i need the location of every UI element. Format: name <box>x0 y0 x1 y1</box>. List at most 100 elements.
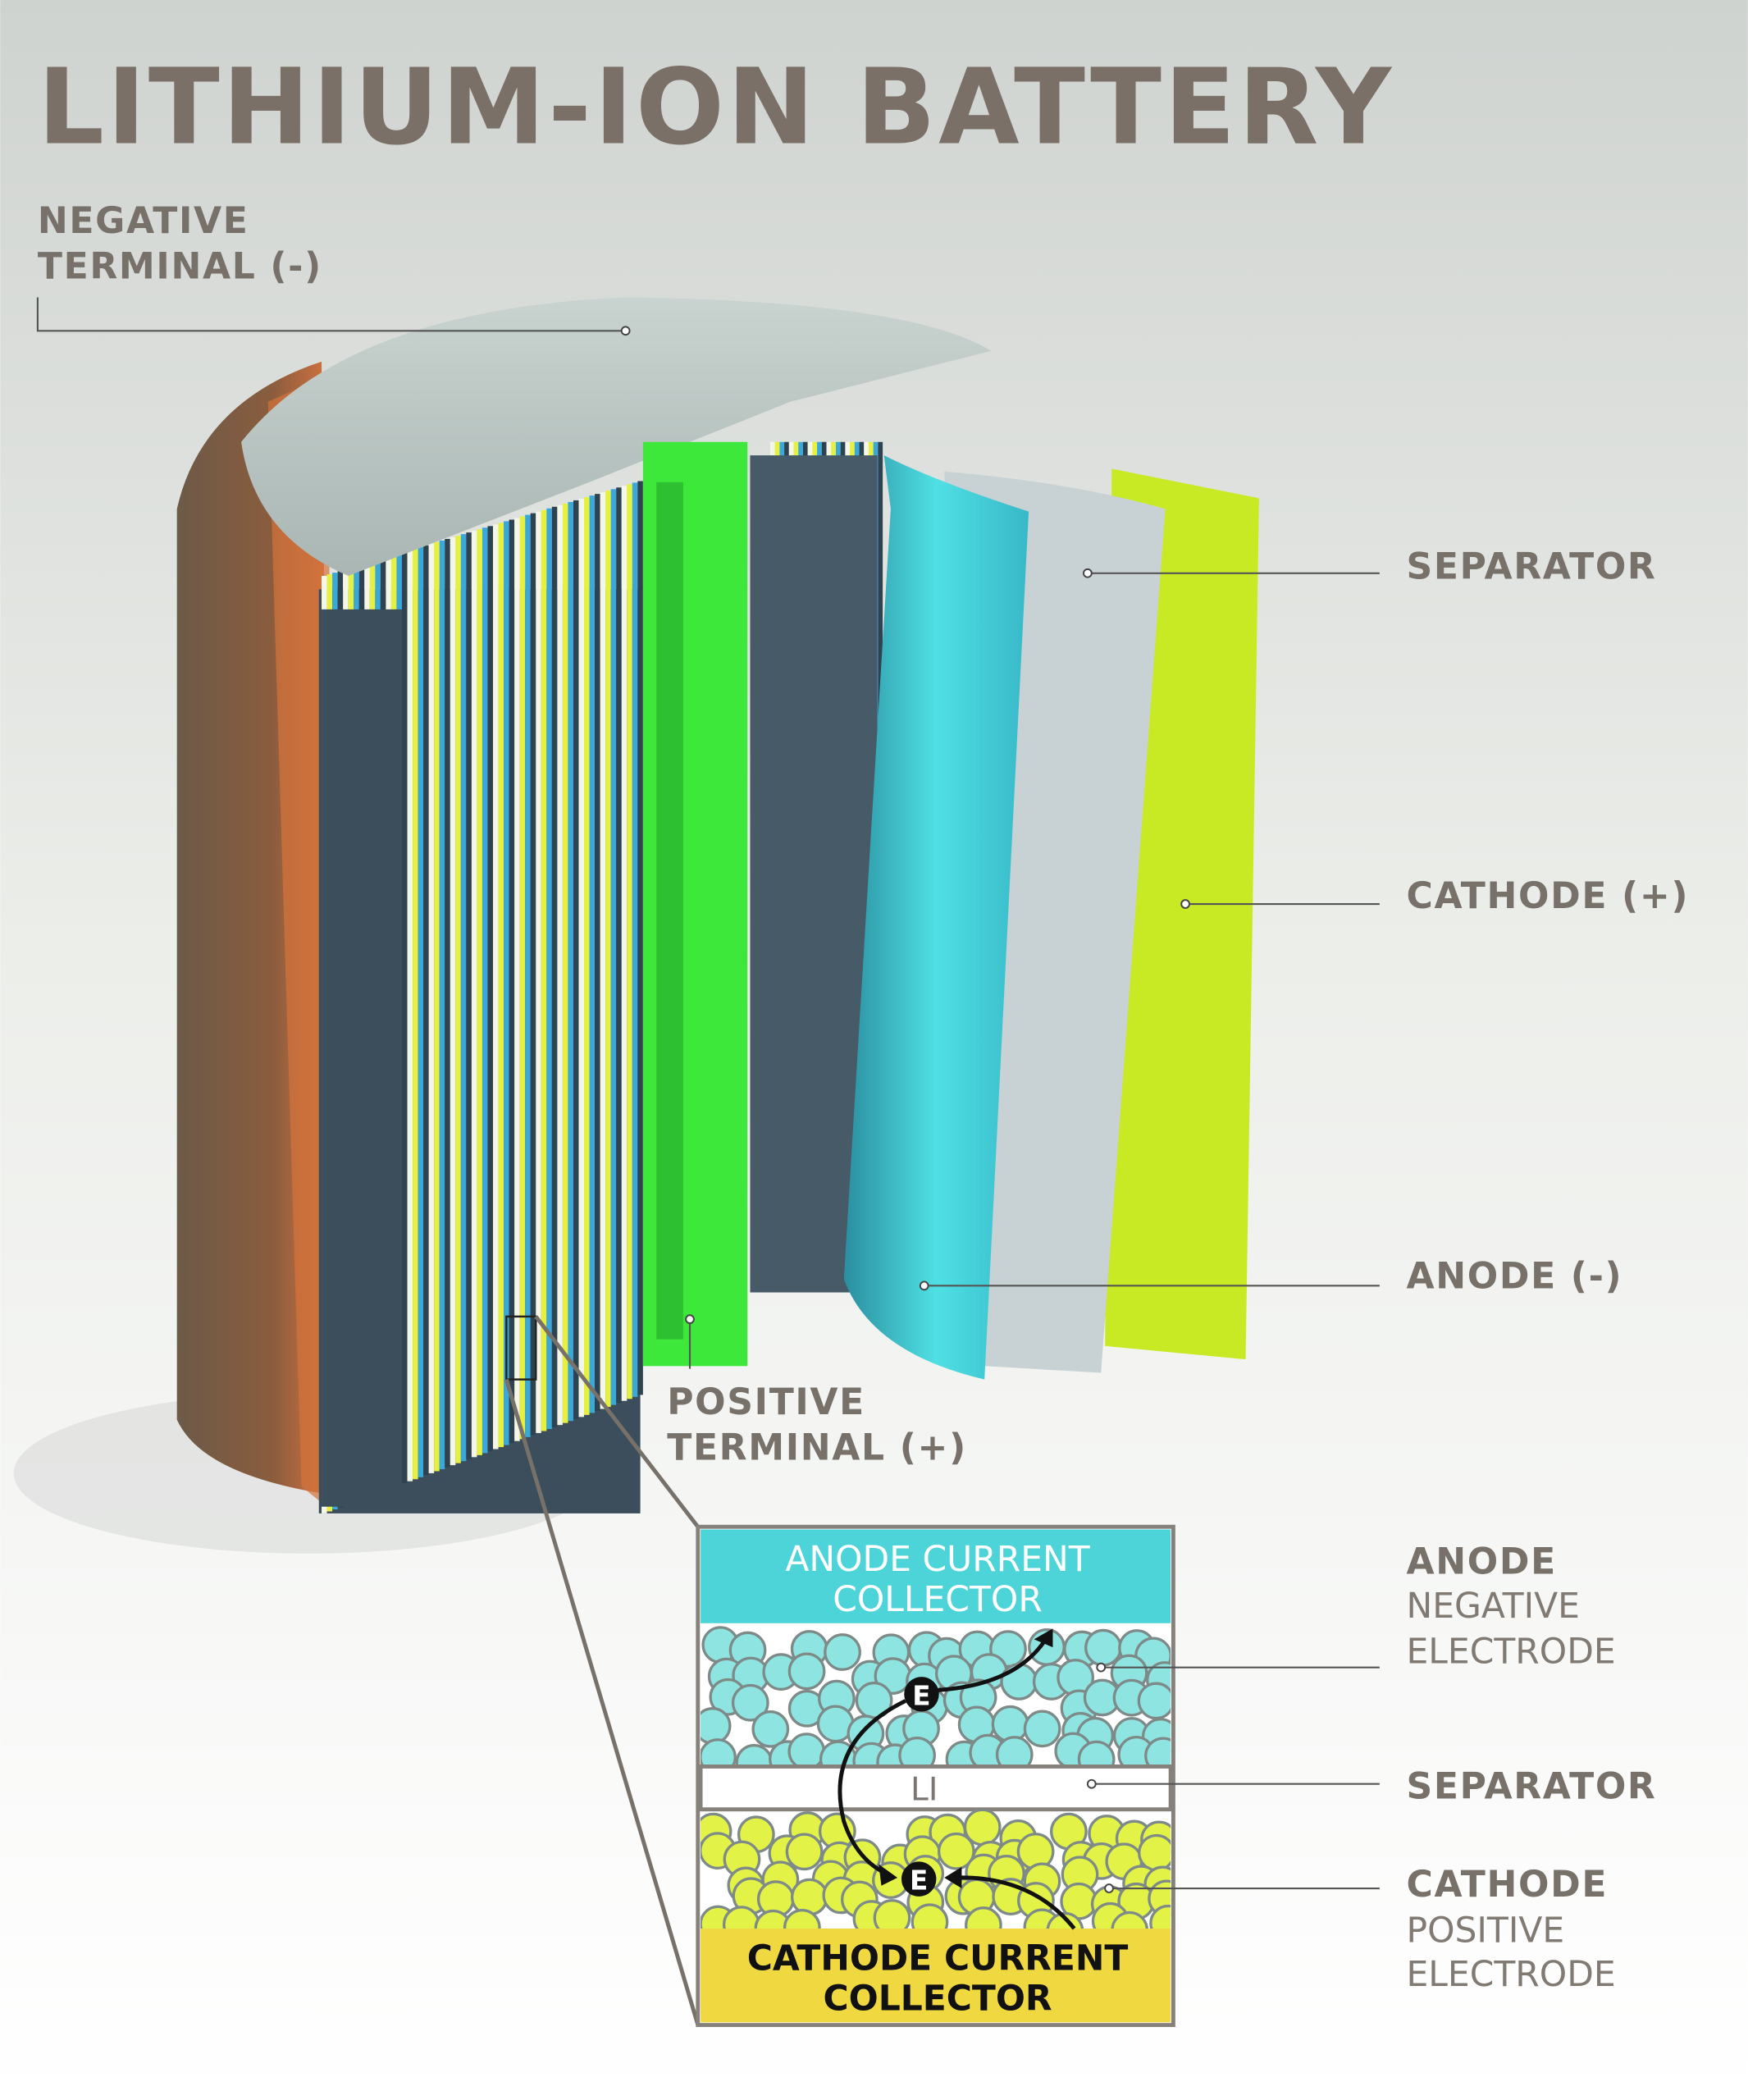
battery-illustration <box>176 297 1259 1513</box>
electrode-layer <box>401 551 408 1484</box>
particle <box>898 1737 936 1767</box>
electrode-layer <box>460 534 467 1462</box>
electron-icon <box>904 1677 939 1712</box>
electrode-layer <box>605 491 611 1408</box>
electrode-layer <box>621 486 628 1401</box>
particle <box>791 1878 828 1916</box>
particle <box>965 1906 1002 1929</box>
lithium-ion-text: LI <box>911 1771 938 1808</box>
particle <box>731 1683 769 1722</box>
electrode-layer <box>439 540 445 1470</box>
anode-collector-text-1: ANODE CURRENT <box>785 1540 1090 1580</box>
negative-terminal-label-line1: NEGATIVE <box>38 200 249 242</box>
electrode-layer <box>600 492 606 1409</box>
cathode-collector-text-1: CATHODE CURRENT <box>747 1939 1129 1979</box>
electrode-layer <box>434 541 440 1472</box>
particle <box>1138 1833 1171 1872</box>
electron-label: E <box>912 1680 930 1711</box>
electrode-layer <box>450 537 456 1466</box>
electrode-layer <box>584 497 590 1415</box>
electrode-layer <box>519 516 526 1440</box>
electrode-layer <box>413 548 418 1480</box>
electrode-layer <box>627 484 632 1399</box>
particle <box>1000 1663 1038 1701</box>
particle <box>1144 1737 1171 1767</box>
electrode-layer <box>418 546 424 1477</box>
anode-sheet <box>843 455 1029 1380</box>
anode-label: ANODE (-) <box>1406 1256 1622 1298</box>
positive-terminal-label-line2: TERMINAL (+) <box>667 1427 967 1469</box>
electrode-layer <box>423 545 429 1476</box>
inset-separator-title: SEPARATOR <box>1406 1766 1656 1808</box>
inset-cathode-title: CATHODE <box>1406 1864 1608 1906</box>
particle <box>911 1903 949 1929</box>
zoom-region-marker <box>505 1315 537 1381</box>
electrode-layer <box>616 487 622 1404</box>
electrode-layer <box>589 495 596 1413</box>
cathode-particles <box>701 1809 1171 1929</box>
particle <box>937 1832 975 1870</box>
particle <box>1084 1628 1122 1667</box>
electrode-layer <box>471 531 477 1458</box>
particle <box>991 1705 1029 1743</box>
electrode-layer <box>546 508 552 1430</box>
electrode-layer <box>595 494 600 1411</box>
electron-icon <box>901 1861 937 1897</box>
page-title: LITHIUM-ION BATTERY <box>38 48 1394 169</box>
electrode-layer <box>541 509 547 1431</box>
anode-current-collector <box>701 1529 1171 1623</box>
particle <box>785 1833 824 1871</box>
electron-label: E <box>910 1865 928 1897</box>
particle <box>787 1732 826 1767</box>
particle <box>783 1908 821 1929</box>
particle <box>1137 1682 1171 1720</box>
cathode-current-collector <box>701 1929 1171 2023</box>
electrode-layer <box>530 513 536 1436</box>
electrode-layer <box>504 521 509 1445</box>
particle <box>1023 1710 1061 1748</box>
electrode-layer <box>573 500 579 1419</box>
electrode-layer <box>445 538 450 1468</box>
negative-terminal-cap <box>241 297 992 577</box>
particle <box>1149 1904 1171 1929</box>
electrode-detail-inset: ANODE CURRENT COLLECTOR LI CATHODE CURRE… <box>696 1524 1175 2028</box>
particle <box>1111 1911 1148 1929</box>
electrode-layer <box>637 481 643 1395</box>
electrode-layer <box>514 518 520 1441</box>
particle <box>824 1633 861 1671</box>
particle <box>787 1652 826 1691</box>
inset-anode-sub2: ELECTRODE <box>1406 1632 1615 1673</box>
electrode-layer <box>551 506 558 1427</box>
electrode-layer <box>568 501 573 1422</box>
electrode-layer <box>477 529 482 1455</box>
particle <box>1077 1740 1116 1767</box>
anode-collector-text-2: COLLECTOR <box>833 1580 1043 1620</box>
cathode-label: CATHODE (+) <box>1406 875 1689 917</box>
electrode-layer <box>455 536 461 1463</box>
particle <box>751 1710 790 1748</box>
inset-anode-title: ANODE <box>1406 1541 1556 1582</box>
negative-terminal-label-line2: TERMINAL (-) <box>38 246 322 288</box>
electrode-layer <box>525 514 531 1437</box>
electron-flow-arrows <box>837 1635 1076 1930</box>
particle <box>995 1736 1034 1767</box>
electrode-layer <box>493 524 499 1449</box>
electrode-layer <box>509 519 515 1444</box>
electrode-layer <box>498 523 504 1448</box>
particle <box>873 1899 911 1929</box>
inset-cathode-sub2: ELECTRODE <box>1406 1955 1615 1995</box>
electrode-layer <box>632 482 638 1397</box>
electrode-layer <box>536 511 541 1433</box>
electrode-layer <box>487 526 494 1451</box>
electrode-layer <box>578 499 585 1418</box>
positive-terminal-label-line1: POSITIVE <box>667 1381 865 1423</box>
electrode-layer <box>481 527 488 1454</box>
electrode-layer <box>428 543 435 1473</box>
electrode-layer <box>610 489 617 1405</box>
anode-particles <box>701 1626 1171 1767</box>
cathode-collector-text-2: COLLECTOR <box>823 1979 1052 2020</box>
separator-label: SEPARATOR <box>1406 546 1656 587</box>
inset-cathode-sub1: POSITIVE <box>1406 1911 1564 1951</box>
electrode-layer <box>407 550 413 1481</box>
